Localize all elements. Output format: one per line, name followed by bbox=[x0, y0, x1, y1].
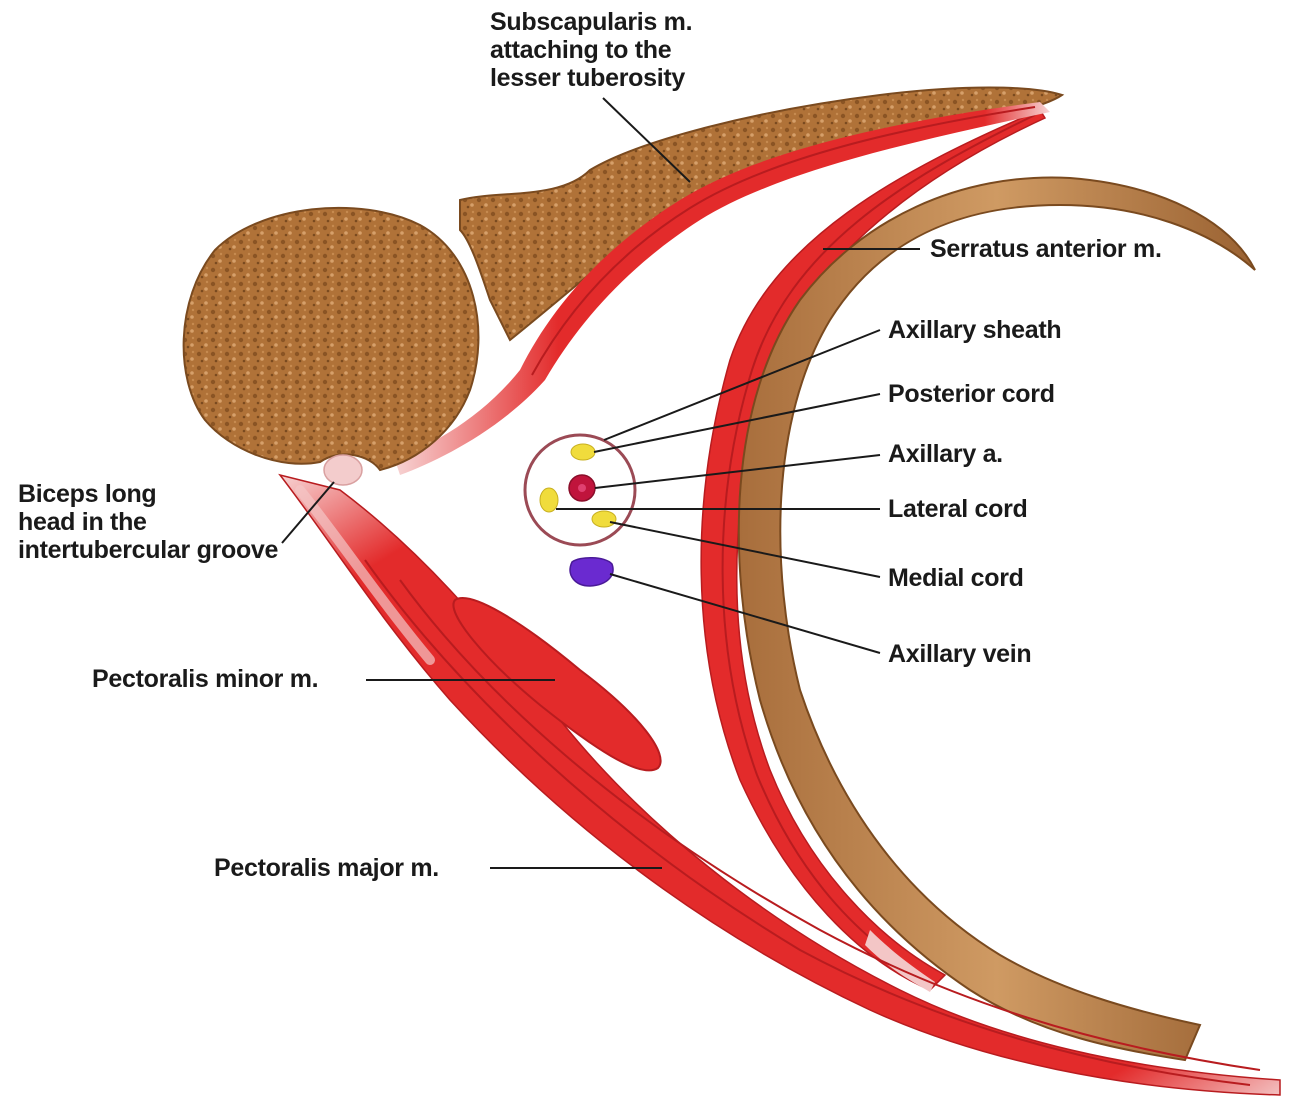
label-pectoralis-minor: Pectoralis minor m. bbox=[92, 665, 318, 693]
medial-cord bbox=[592, 511, 616, 527]
biceps-long-head-tendon bbox=[324, 455, 362, 485]
label-pectoralis-major: Pectoralis major m. bbox=[214, 854, 439, 882]
axillary-sheath bbox=[525, 435, 635, 545]
label-subscapularis: Subscapularis m. attaching to the lesser… bbox=[490, 8, 692, 92]
label-posterior-cord: Posterior cord bbox=[888, 380, 1055, 408]
label-serratus-anterior: Serratus anterior m. bbox=[930, 235, 1162, 263]
axillary-vein bbox=[570, 558, 613, 586]
label-axillary-vein: Axillary vein bbox=[888, 640, 1031, 668]
humerus-head-bone bbox=[184, 208, 479, 470]
posterior-cord bbox=[571, 444, 595, 460]
label-biceps-long-head: Biceps long head in the intertubercular … bbox=[18, 480, 278, 564]
label-lateral-cord: Lateral cord bbox=[888, 495, 1028, 523]
lateral-cord bbox=[540, 488, 558, 512]
label-axillary-artery: Axillary a. bbox=[888, 440, 1003, 468]
label-axillary-sheath: Axillary sheath bbox=[888, 316, 1061, 344]
label-medial-cord: Medial cord bbox=[888, 564, 1024, 592]
